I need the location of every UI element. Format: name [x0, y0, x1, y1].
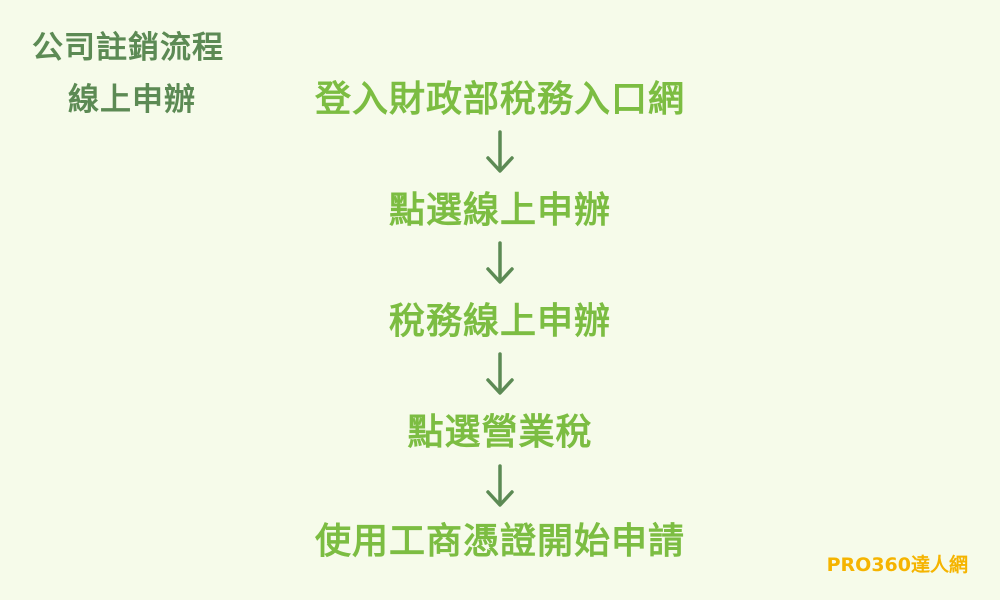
flow-step-1: 登入財政部稅務入口網 — [314, 79, 685, 120]
page-subtitle: 線上申辦 — [68, 82, 196, 118]
flow-step-2: 點選線上申辦 — [388, 190, 611, 231]
down-arrow-icon — [486, 241, 514, 284]
down-arrow-icon — [486, 130, 514, 173]
down-arrow-icon — [486, 464, 514, 507]
brand-watermark: PRO360達人網 — [826, 554, 968, 576]
page-title: 公司註銷流程 — [32, 30, 224, 66]
flow-step-4: 點選營業稅 — [407, 412, 593, 453]
flow-step-5: 使用工商憑證開始申請 — [314, 521, 685, 562]
down-arrow-icon — [486, 352, 514, 395]
flow-step-3: 稅務線上申辦 — [388, 301, 611, 342]
